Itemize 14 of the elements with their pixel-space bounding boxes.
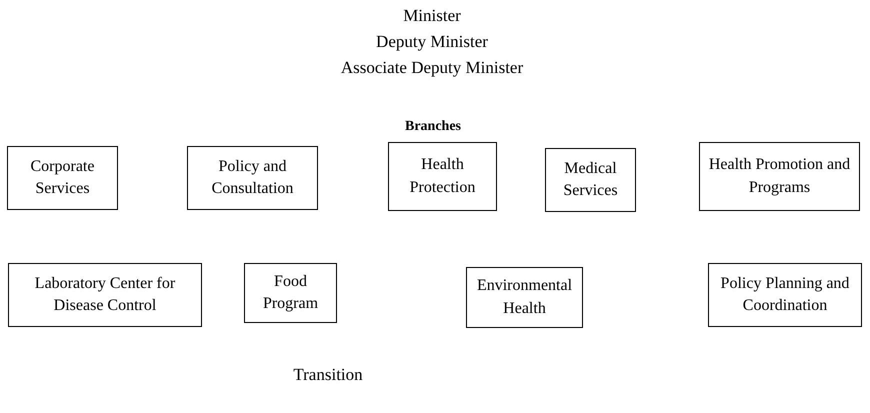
branch-box: Health Protection (388, 142, 497, 211)
title-text: Minister (403, 6, 461, 26)
branch-box: Environmental Health (466, 267, 583, 328)
title-text: Transition (293, 365, 363, 385)
branch-box: Policy and Consultation (187, 146, 318, 210)
branch-box: Corporate Services (7, 146, 118, 210)
branch-box: Policy Planning and Coordination (708, 263, 862, 327)
title-text: Associate Deputy Minister (340, 58, 524, 78)
section-heading: Branches (405, 119, 461, 135)
branch-box: Health Promotion and Programs (699, 142, 860, 211)
branch-box: Medical Services (545, 148, 636, 212)
branch-box: Food Program (244, 263, 337, 323)
title-text: Deputy Minister (376, 32, 488, 52)
branch-box: Laboratory Center for Disease Control (8, 263, 202, 327)
